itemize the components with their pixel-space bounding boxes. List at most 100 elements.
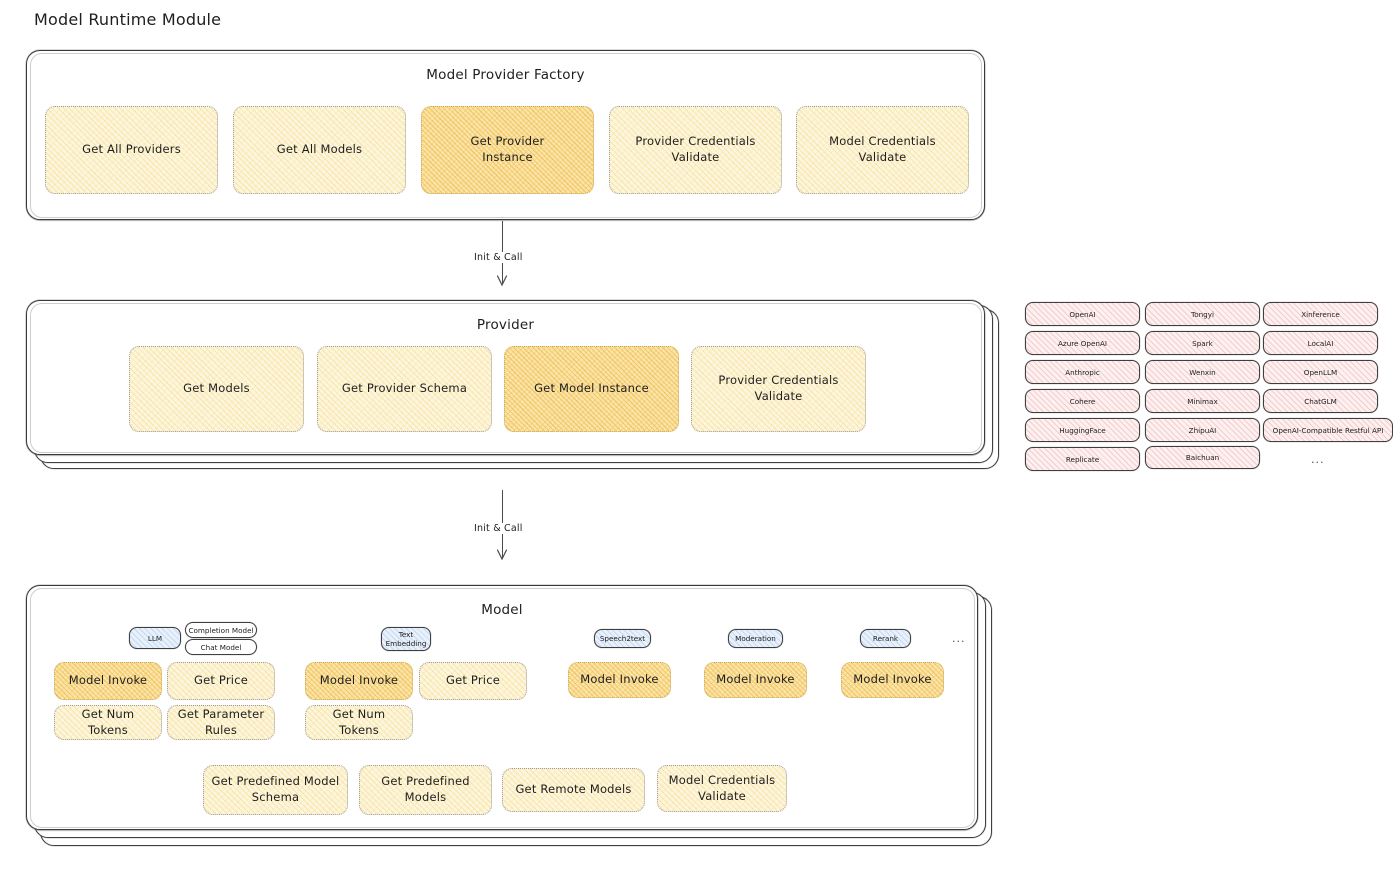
factory-box-get-all-models[interactable]: Get All Models bbox=[233, 106, 406, 194]
provider-chip-openllm[interactable]: OpenLLM bbox=[1263, 360, 1378, 384]
text-embedding-box-get-num-tokens[interactable]: Get Num Tokens bbox=[305, 705, 413, 740]
model-provider-factory-title: Model Provider Factory bbox=[426, 67, 585, 83]
provider-chip-label: LocalAI bbox=[1307, 338, 1334, 348]
provider-chip-label: OpenAI bbox=[1069, 309, 1096, 319]
provider-chip-xinference[interactable]: Xinference bbox=[1263, 302, 1378, 326]
model-title: Model bbox=[481, 602, 523, 618]
arrow-label-init-call-2: Init & Call bbox=[470, 523, 527, 534]
llm-box-model-invoke[interactable]: Model Invoke bbox=[54, 662, 162, 700]
moderation-box-label: Model Invoke bbox=[716, 672, 795, 687]
provider-box-label: Get Models bbox=[183, 381, 250, 396]
provider-chip-label: Wenxin bbox=[1189, 367, 1216, 377]
provider-chip-minimax[interactable]: Minimax bbox=[1145, 389, 1260, 413]
factory-box-label: Get All Providers bbox=[82, 142, 181, 157]
text-embedding-box-model-invoke[interactable]: Model Invoke bbox=[305, 662, 413, 700]
model-common-box-get-remote-models[interactable]: Get Remote Models bbox=[502, 768, 645, 812]
text-embedding-box-label: Model Invoke bbox=[319, 673, 399, 688]
provider-chip-label: Baichuan bbox=[1185, 453, 1220, 462]
provider-chip-huggingface[interactable]: HuggingFace bbox=[1025, 418, 1140, 442]
provider-box-label: Get Provider Schema bbox=[341, 381, 468, 396]
model-subtype-badge-chat-model[interactable]: Chat Model bbox=[185, 639, 257, 655]
provider-chip-spark[interactable]: Spark bbox=[1145, 331, 1260, 355]
model-subtype-badge-label: Completion Model bbox=[188, 625, 254, 635]
provider-chip-label: Xinference bbox=[1301, 309, 1340, 319]
factory-box-get-all-providers[interactable]: Get All Providers bbox=[45, 106, 218, 194]
arrow-label-init-call-1: Init & Call bbox=[470, 252, 527, 263]
speech2text-box-label: Model Invoke bbox=[580, 672, 659, 687]
provider-box-get-models[interactable]: Get Models bbox=[129, 346, 304, 432]
provider-box-get-provider-schema[interactable]: Get Provider Schema bbox=[317, 346, 492, 432]
llm-box-label: Model Invoke bbox=[68, 673, 148, 688]
model-common-box-label: Get Remote Models bbox=[515, 782, 632, 797]
provider-chip-label: Minimax bbox=[1187, 396, 1218, 406]
llm-box-label: Get Num Tokens bbox=[81, 706, 135, 737]
model-type-badge-llm[interactable]: LLM bbox=[129, 627, 181, 649]
provider-chip-label: Cohere bbox=[1069, 396, 1096, 406]
provider-chip-label: Replicate bbox=[1065, 454, 1100, 464]
provider-chip-chatglm[interactable]: ChatGLM bbox=[1263, 389, 1378, 413]
provider-chip-wenxin[interactable]: Wenxin bbox=[1145, 360, 1260, 384]
provider-chip-zhipuai[interactable]: ZhipuAI bbox=[1145, 418, 1260, 442]
model-type-badge-speech2text[interactable]: Speech2text bbox=[594, 629, 651, 648]
rerank-box-label: Model Invoke bbox=[853, 672, 932, 687]
provider-chip-label: Azure OpenAI bbox=[1058, 338, 1107, 348]
provider-box-label: Get Model Instance bbox=[534, 381, 649, 396]
provider-chip-label: ChatGLM bbox=[1304, 396, 1337, 406]
model-types-more-ellipsis: ... bbox=[952, 632, 966, 645]
provider-chip-label: Spark bbox=[1192, 338, 1213, 348]
provider-list-more-ellipsis: ... bbox=[1311, 453, 1325, 466]
provider-chip-openai[interactable]: OpenAI bbox=[1025, 302, 1140, 326]
llm-box-get-price[interactable]: Get Price bbox=[167, 662, 275, 700]
provider-chip-openai-compatible-restful-api[interactable]: OpenAI-Compatible Restful API bbox=[1263, 418, 1393, 442]
text-embedding-box-get-price[interactable]: Get Price bbox=[419, 662, 527, 700]
llm-box-label: Get Price bbox=[193, 673, 248, 688]
moderation-box-model-invoke[interactable]: Model Invoke bbox=[704, 662, 807, 698]
provider-chip-tongyi[interactable]: Tongyi bbox=[1145, 302, 1260, 326]
llm-box-get-num-tokens[interactable]: Get Num Tokens bbox=[54, 705, 162, 740]
provider-chip-replicate[interactable]: Replicate bbox=[1025, 447, 1140, 471]
page-title: Model Runtime Module bbox=[34, 10, 222, 29]
model-type-badge-label: LLM bbox=[147, 633, 163, 643]
provider-chip-label: HuggingFace bbox=[1059, 425, 1106, 435]
model-type-badge-rerank[interactable]: Rerank bbox=[860, 629, 911, 648]
text-embedding-box-label: Get Num Tokens bbox=[332, 706, 386, 737]
provider-chip-azure-openai[interactable]: Azure OpenAI bbox=[1025, 331, 1140, 355]
provider-chip-anthropic[interactable]: Anthropic bbox=[1025, 360, 1140, 384]
provider-chip-label: OpenLLM bbox=[1303, 367, 1338, 377]
provider-chip-cohere[interactable]: Cohere bbox=[1025, 389, 1140, 413]
model-type-badge-moderation[interactable]: Moderation bbox=[728, 629, 783, 648]
provider-chip-label: OpenAI-Compatible Restful API bbox=[1272, 425, 1384, 435]
speech2text-box-model-invoke[interactable]: Model Invoke bbox=[568, 662, 671, 698]
provider-chip-label: Tongyi bbox=[1191, 309, 1214, 319]
provider-box-get-model-instance[interactable]: Get Model Instance bbox=[504, 346, 679, 432]
provider-chip-baichuan[interactable]: Baichuan bbox=[1145, 446, 1260, 469]
model-type-badge-label: Moderation bbox=[735, 634, 776, 643]
arrow-provider-to-model-head bbox=[496, 549, 508, 561]
rerank-box-model-invoke[interactable]: Model Invoke bbox=[841, 662, 944, 698]
provider-chip-localai[interactable]: LocalAI bbox=[1263, 331, 1378, 355]
arrow-factory-to-provider-head bbox=[496, 275, 508, 287]
factory-box-label: Get All Models bbox=[276, 142, 363, 157]
model-type-badge-label: Speech2text bbox=[599, 634, 646, 643]
text-embedding-box-label: Get Price bbox=[445, 673, 500, 688]
model-subtype-badge-completion-model[interactable]: Completion Model bbox=[185, 622, 257, 638]
